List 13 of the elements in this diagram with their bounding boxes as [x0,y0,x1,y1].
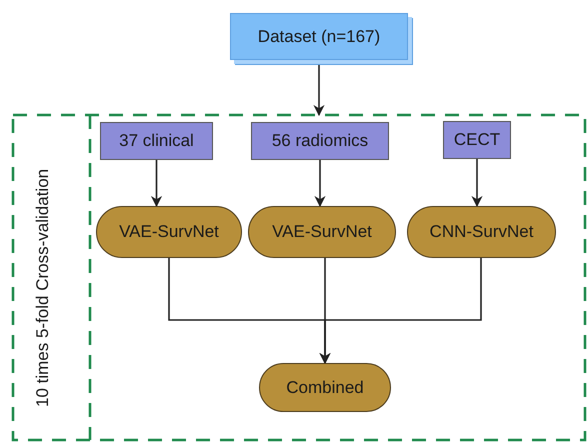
input-box: CECT [443,121,511,159]
model-pill: VAE-SurvNet [248,206,396,258]
arrow [150,160,162,208]
dashed-frame [12,114,586,442]
panel-label: 10 times 5-fold Cross-validation [33,167,53,409]
model-pill: Combined [259,363,391,412]
arrow [314,160,326,208]
input-box: 37 clinical [100,122,213,160]
arrow [471,159,483,208]
model-pill: CNN-SurvNet [407,206,556,258]
model-pill: VAE-SurvNet [96,206,242,258]
input-box: 56 radiomics [251,122,389,160]
arrow [319,258,482,364]
